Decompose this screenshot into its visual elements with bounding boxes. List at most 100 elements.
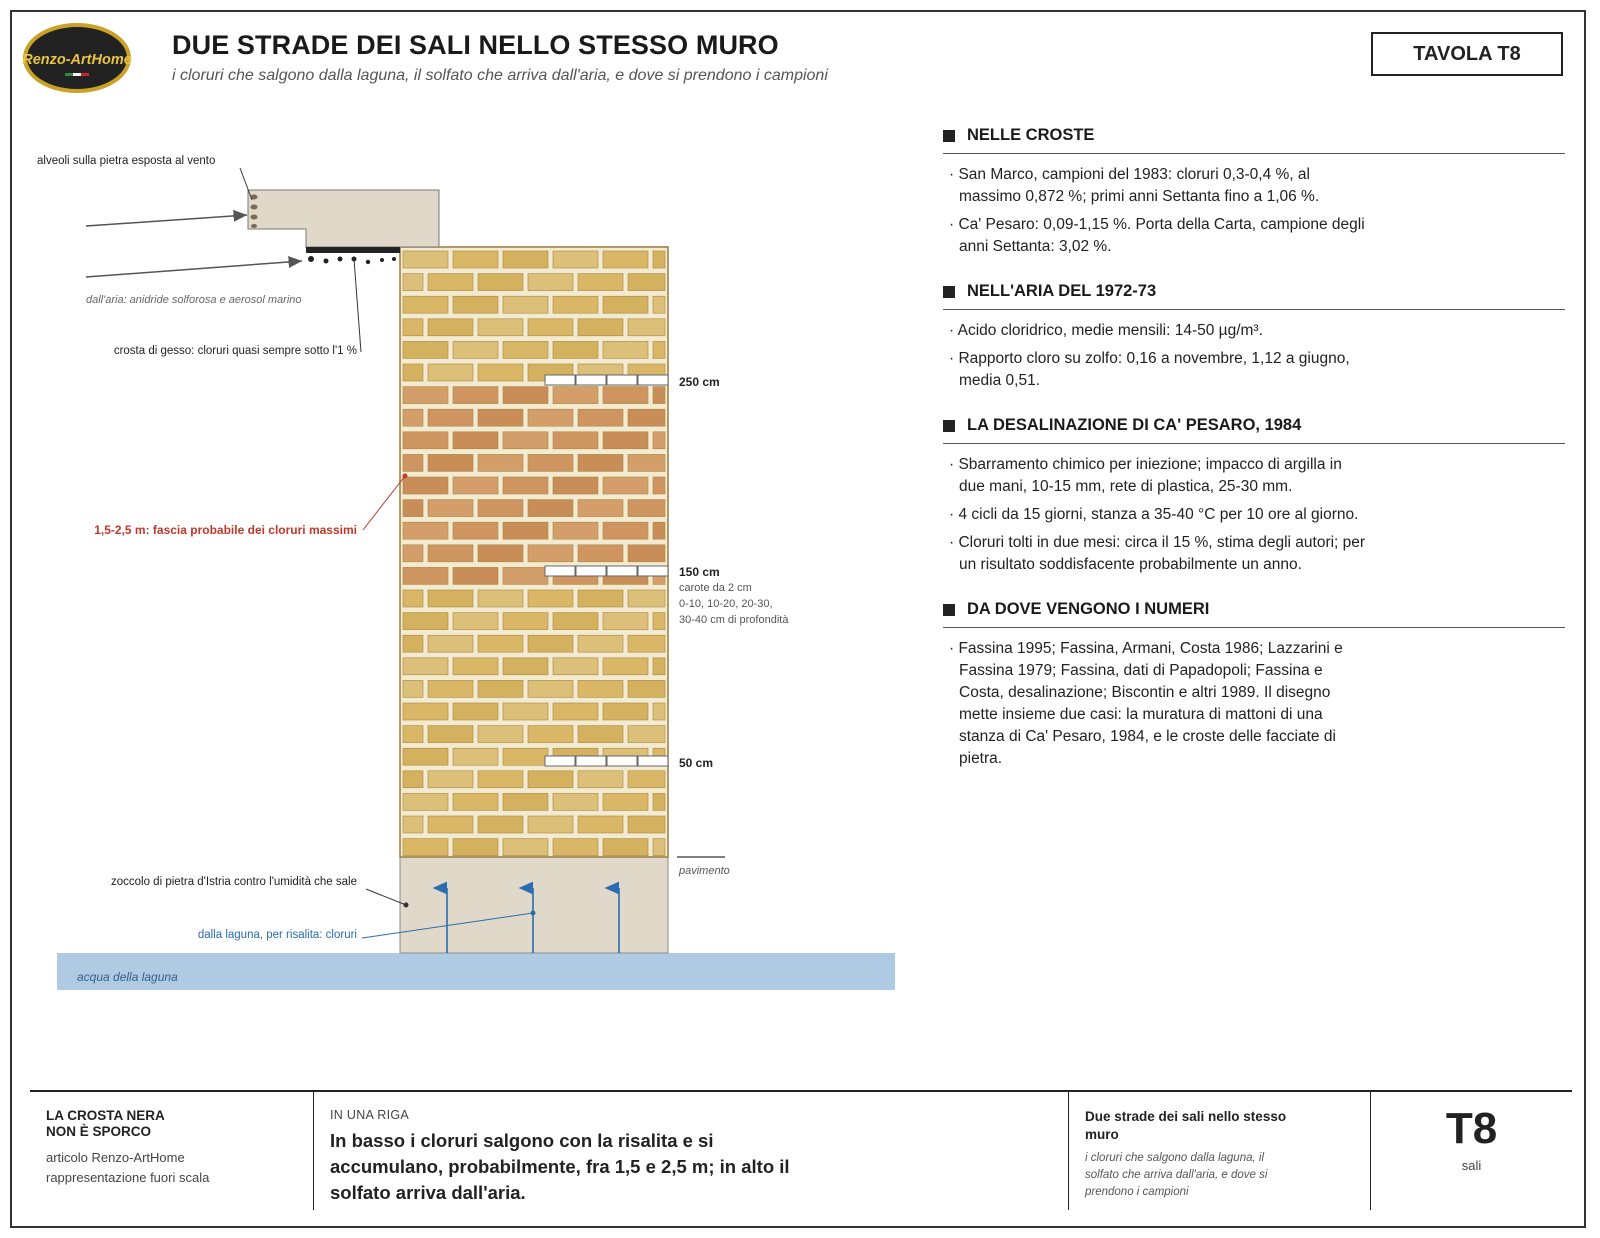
brick xyxy=(402,838,449,856)
brick xyxy=(527,318,574,337)
plate-title: Due strade dei sali nello stesso muro xyxy=(1085,1109,1287,1142)
section-title: NELLE CROSTE xyxy=(967,126,1095,144)
black-crust xyxy=(306,247,400,253)
air-arrow-lower xyxy=(85,256,303,278)
brick xyxy=(402,589,424,608)
brick xyxy=(577,499,624,517)
brick xyxy=(427,725,474,743)
brick xyxy=(502,521,549,540)
section-title: DA DOVE VENGONO I NUMERI xyxy=(967,600,1210,618)
brick xyxy=(627,273,666,291)
brick xyxy=(477,273,524,291)
meta-block: articolo Renzo-ArtHome rappresentazione … xyxy=(46,1148,297,1188)
water-label: acqua della laguna xyxy=(77,970,178,984)
brick xyxy=(402,499,424,517)
alveoli-leader xyxy=(239,167,253,201)
brick xyxy=(602,341,649,359)
brick xyxy=(402,815,424,834)
brick xyxy=(402,318,424,337)
notes-column: NELLE CROSTESan Marco, campioni del 1983… xyxy=(943,120,1565,776)
brick xyxy=(502,567,549,585)
brick xyxy=(452,295,499,314)
brick xyxy=(527,634,574,653)
crust-leader xyxy=(353,258,362,353)
brick xyxy=(577,815,624,834)
brick xyxy=(652,612,666,630)
brick xyxy=(402,612,449,630)
brick xyxy=(402,702,449,721)
brick xyxy=(477,408,524,427)
square-bullet-icon xyxy=(943,603,955,616)
brick xyxy=(577,725,624,743)
brick xyxy=(652,702,666,721)
brick xyxy=(402,567,449,585)
brick xyxy=(402,680,424,698)
brick xyxy=(477,363,524,382)
series-cell: LA CROSTA NERA NON È SPORCO articolo Ren… xyxy=(30,1092,314,1210)
brick xyxy=(427,634,474,653)
brick xyxy=(402,363,424,382)
brick xyxy=(577,544,624,563)
plate-code-cell: T8 sali xyxy=(1371,1092,1572,1210)
brick xyxy=(627,408,666,427)
brick xyxy=(602,612,649,630)
brick xyxy=(477,725,524,743)
brick xyxy=(427,770,474,789)
section-item: Ca' Pesaro: 0,09-1,15 %. Porta della Car… xyxy=(943,214,1369,258)
brick xyxy=(602,838,649,856)
brick xyxy=(627,634,666,653)
brick xyxy=(402,273,424,291)
brick xyxy=(402,454,424,472)
brick xyxy=(402,408,424,427)
brick xyxy=(452,431,499,450)
brick xyxy=(427,589,474,608)
brick xyxy=(652,838,666,856)
section-items: Sbarramento chimico per iniezione; impac… xyxy=(943,444,1565,576)
height-250-label: 250 cm xyxy=(679,375,720,389)
aerosol-dots xyxy=(308,256,396,265)
band-point xyxy=(402,473,408,479)
brick xyxy=(402,250,449,269)
sheet-frame xyxy=(10,10,1586,1228)
logo-text: Renzo-ArtHome xyxy=(22,52,132,68)
brick xyxy=(502,431,549,450)
plinth-point xyxy=(403,902,409,908)
band-label: 1,5-2,5 m: fascia probabile dei cloruri … xyxy=(94,523,357,537)
brick xyxy=(577,634,624,653)
section-item: Acido cloridrico, medie mensili: 14-50 µ… xyxy=(943,320,1369,342)
brick xyxy=(527,680,574,698)
brick xyxy=(427,273,474,291)
brick xyxy=(402,521,449,540)
brick xyxy=(552,657,599,676)
brick xyxy=(477,770,524,789)
brick xyxy=(627,815,666,834)
brick xyxy=(627,725,666,743)
brick xyxy=(452,250,499,269)
brick xyxy=(527,815,574,834)
page-title: DUE STRADE DEI SALI NELLO STESSO MURO xyxy=(172,30,779,60)
alveoli-holes xyxy=(250,194,258,228)
brick xyxy=(477,589,524,608)
logo: Renzo-ArtHome xyxy=(22,23,132,93)
stone-cornice xyxy=(247,189,440,248)
section-item: Cloruri tolti in due mesi: circa il 15 %… xyxy=(943,532,1369,576)
brick xyxy=(577,454,624,472)
brick xyxy=(477,454,524,472)
brick xyxy=(652,386,666,404)
section-items: Acido cloridrico, medie mensili: 14-50 µ… xyxy=(943,310,1565,392)
brick xyxy=(552,295,599,314)
brick xyxy=(652,521,666,540)
brick xyxy=(502,793,549,811)
air-label: dall'aria: anidride solforosa e aerosol … xyxy=(86,294,302,306)
brick xyxy=(602,295,649,314)
brick xyxy=(452,341,499,359)
meta-article: articolo Renzo-ArtHome xyxy=(46,1150,185,1165)
brick xyxy=(452,702,499,721)
brick xyxy=(502,295,549,314)
brick xyxy=(402,725,424,743)
brick xyxy=(627,454,666,472)
brick xyxy=(652,476,666,495)
square-bullet-icon xyxy=(943,129,955,142)
brick xyxy=(427,680,474,698)
cores-label-2: 0-10, 10-20, 20-30, xyxy=(679,598,773,610)
